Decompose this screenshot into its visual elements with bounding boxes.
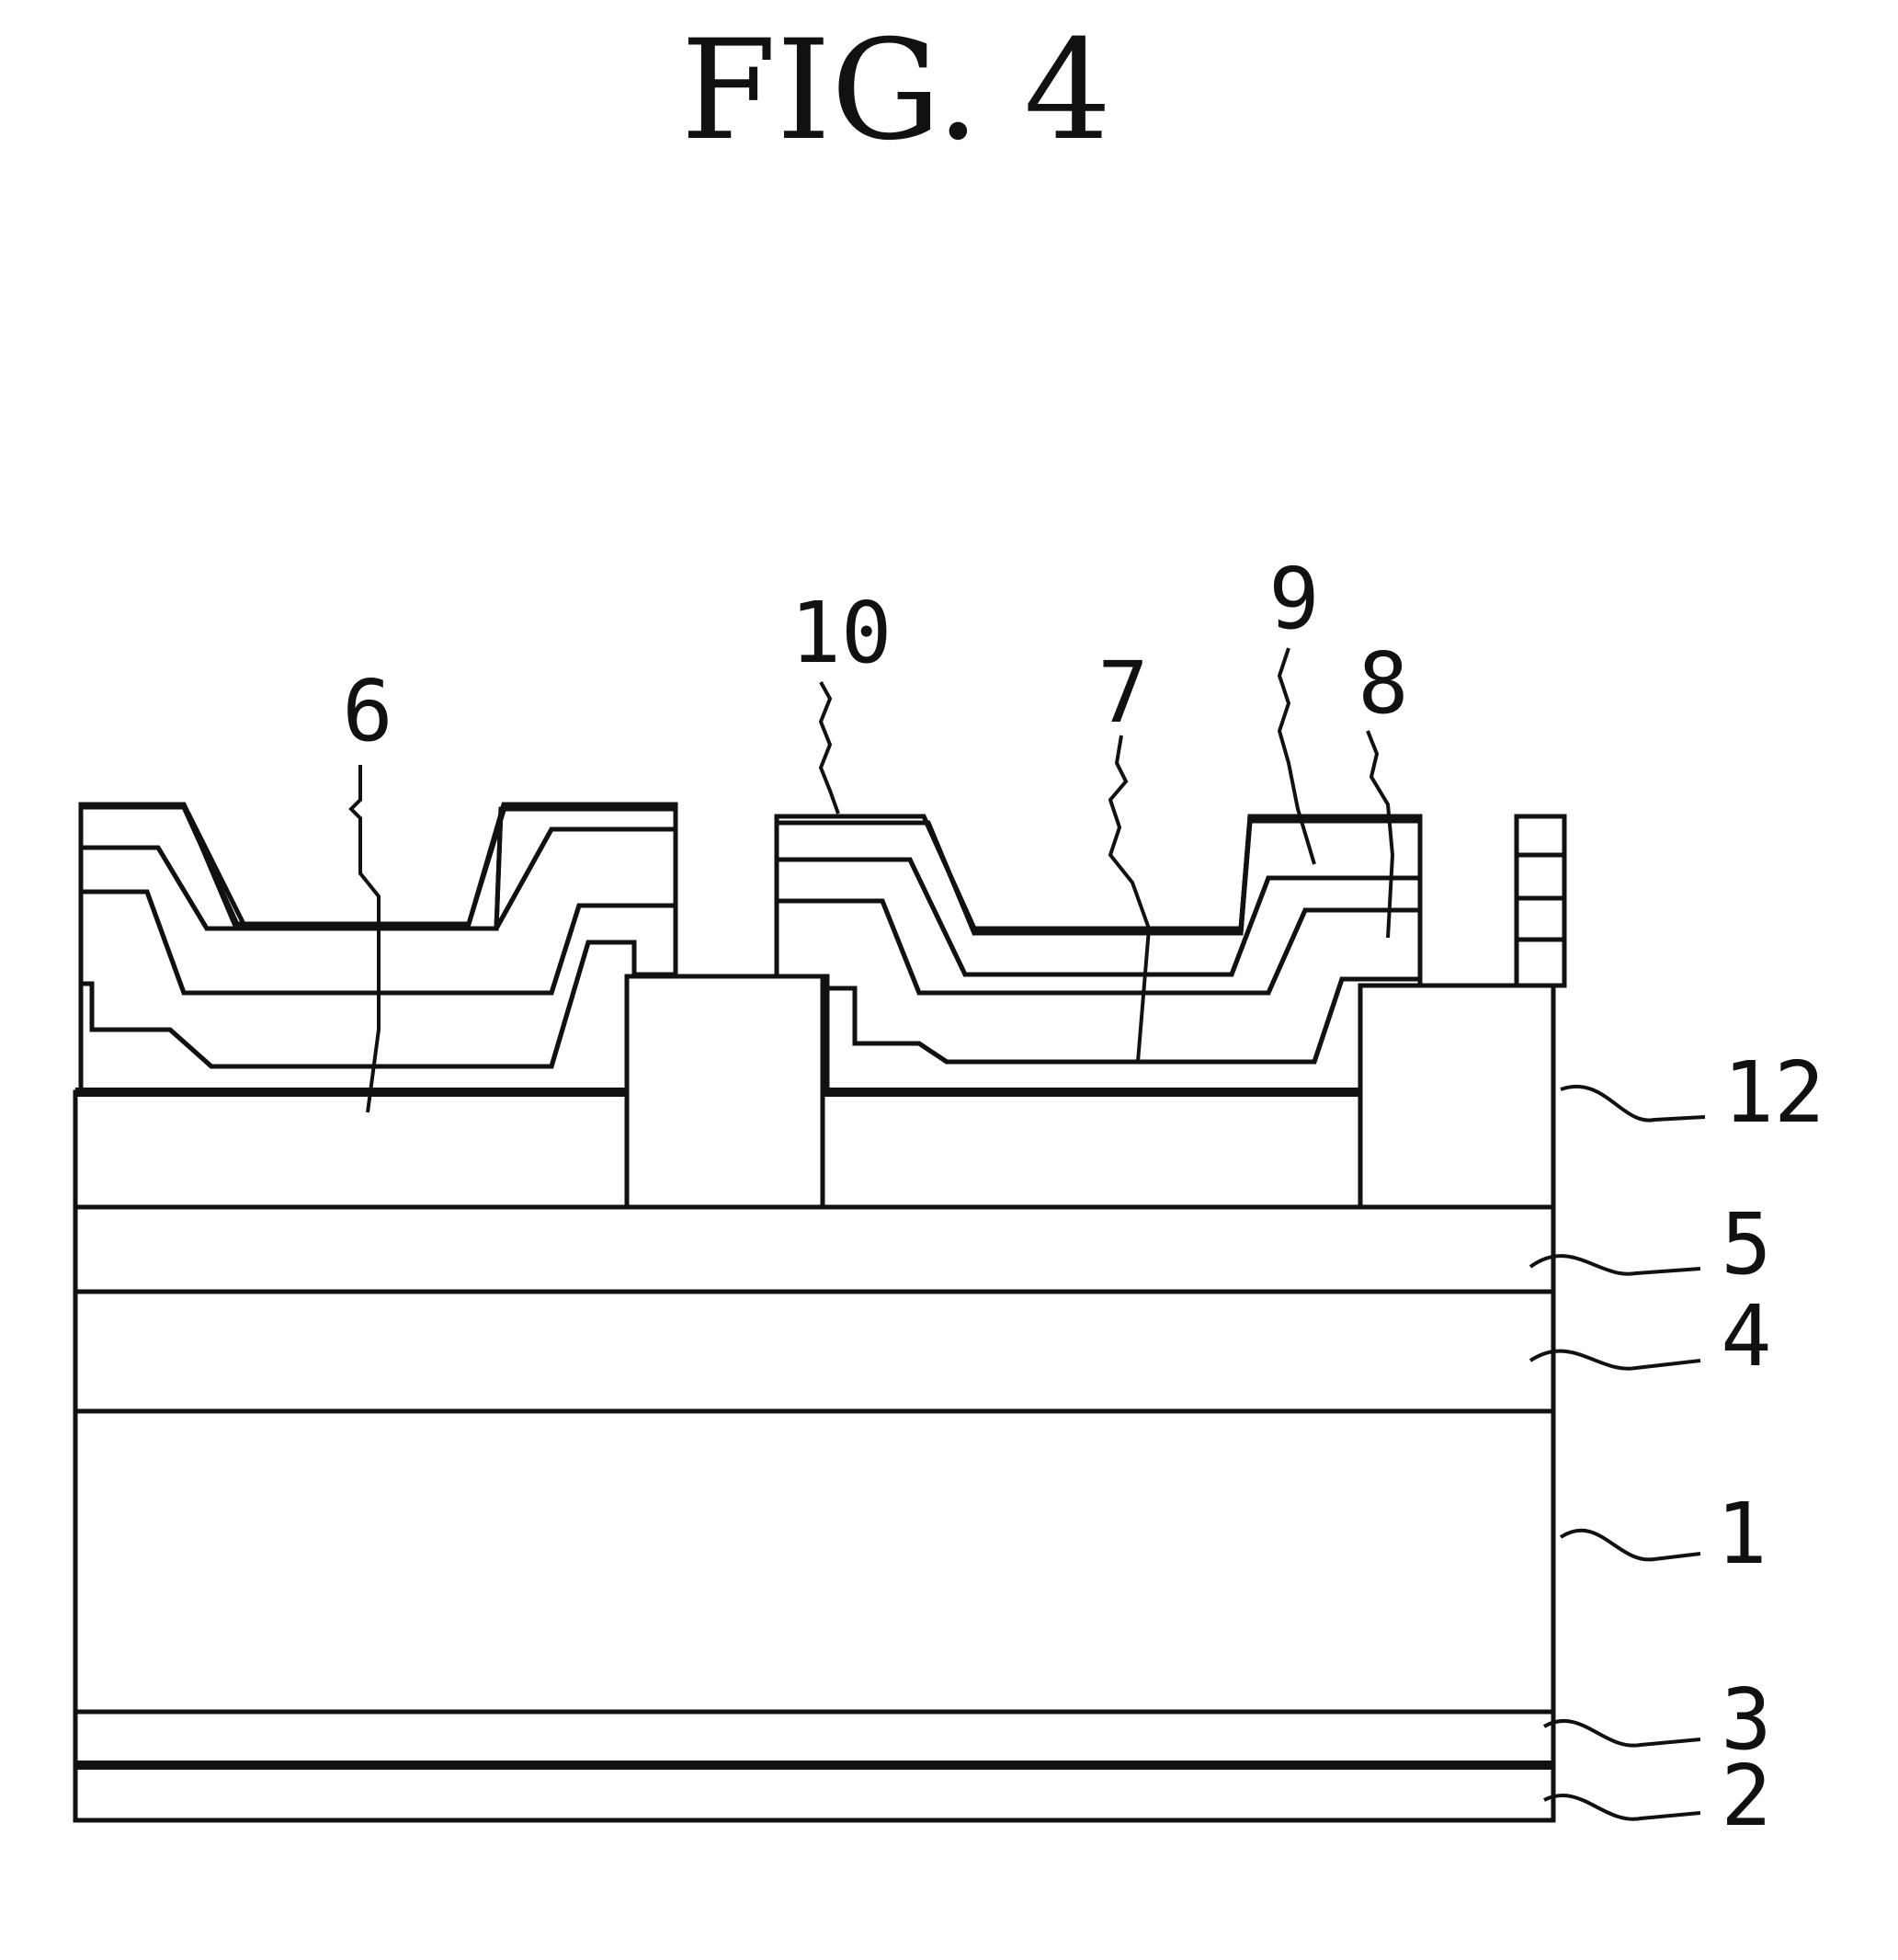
layer-12-right-block bbox=[1360, 986, 1553, 1207]
ref-numeral-5: 5 bbox=[1721, 1195, 1771, 1293]
layer-7-middle-block bbox=[823, 1092, 1360, 1207]
ref-numeral-1: 1 bbox=[1716, 1485, 1767, 1583]
ref-numeral-4: 4 bbox=[1721, 1287, 1771, 1385]
ref-numeral-2: 2 bbox=[1721, 1747, 1771, 1845]
ref-numeral-8: 8 bbox=[1358, 634, 1408, 733]
layer-12-left-block bbox=[627, 976, 823, 1207]
layer-2 bbox=[75, 1765, 1553, 1820]
ref-numeral-7: 7 bbox=[1097, 644, 1148, 742]
figure-title: FIG. 4 bbox=[681, 11, 1112, 171]
ref-numeral-10: 10 bbox=[790, 584, 892, 682]
ref-numeral-9: 9 bbox=[1268, 550, 1319, 648]
ref-numeral-6: 6 bbox=[342, 662, 392, 760]
right-narrow-stack bbox=[1517, 816, 1564, 986]
layer-5 bbox=[75, 1207, 1553, 1292]
layer-3 bbox=[75, 1712, 1553, 1765]
ref-numeral-12: 12 bbox=[1723, 1043, 1825, 1142]
middle-device-stack bbox=[777, 816, 1420, 1092]
layer-4 bbox=[75, 1292, 1553, 1411]
layer-6-left-block bbox=[75, 1092, 627, 1207]
leader-lines bbox=[351, 648, 1705, 1819]
layer-1-substrate bbox=[75, 1411, 1553, 1712]
